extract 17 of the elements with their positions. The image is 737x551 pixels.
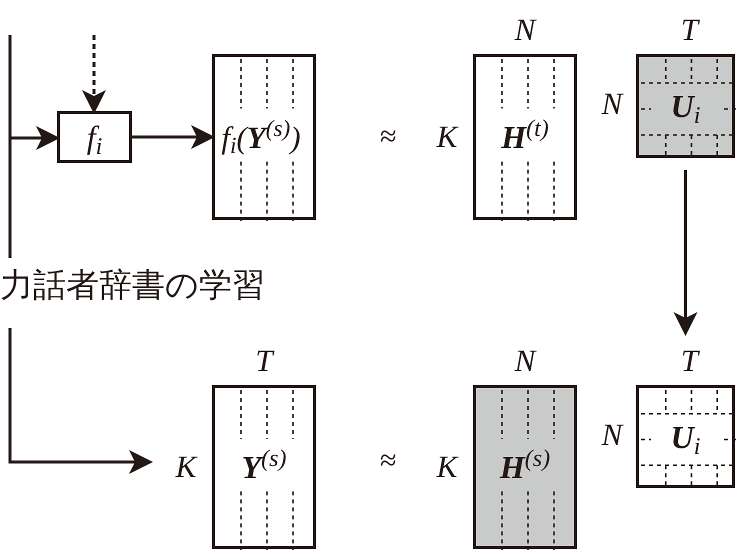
dimension-label: N	[514, 14, 538, 45]
dimension-label: N	[600, 418, 625, 450]
arrow	[674, 170, 698, 336]
dimension-label: N	[600, 88, 625, 119]
dashed-arrow	[82, 35, 106, 114]
dimension-label: N	[514, 345, 538, 376]
arrow	[8, 328, 153, 474]
dimension-label: K	[435, 451, 460, 482]
dimension-label: T	[680, 14, 701, 45]
dimension-label: K	[174, 451, 198, 482]
function-box	[57, 111, 132, 163]
dimension-label: K	[435, 121, 460, 152]
section-heading: 力話者辞書の学習	[0, 267, 265, 306]
approx-sign: ≈	[380, 443, 396, 479]
dimension-label: T	[254, 345, 276, 376]
dimension-label: T	[680, 345, 701, 376]
approx-sign: ≈	[380, 119, 396, 155]
